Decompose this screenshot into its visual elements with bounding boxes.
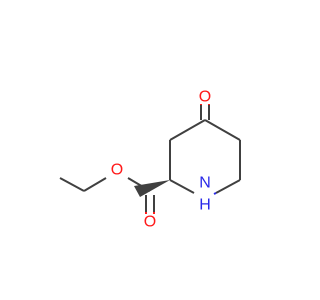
wedge-bond-c2-ester	[134, 180, 170, 197]
bond-ch2-ch3	[59, 177, 85, 192]
bond-o-ch2	[83, 177, 107, 192]
bond-n-c6-hetero	[213, 192, 217, 195]
molecule-structure: O O O N H	[59, 89, 241, 231]
bond-ester-c-o-single	[127, 177, 151, 192]
atom-o-carbonyl: O	[144, 214, 156, 231]
bond-c3-c4	[169, 119, 206, 141]
atom-n-ring: N	[199, 175, 211, 192]
atom-h-ring: H	[199, 197, 211, 214]
atom-o-ester: O	[111, 162, 123, 179]
bond-n-c2	[169, 179, 195, 194]
bond-c4-c5	[204, 119, 241, 141]
bond-c6-n	[215, 179, 241, 194]
atom-o-ketone: O	[199, 89, 211, 106]
